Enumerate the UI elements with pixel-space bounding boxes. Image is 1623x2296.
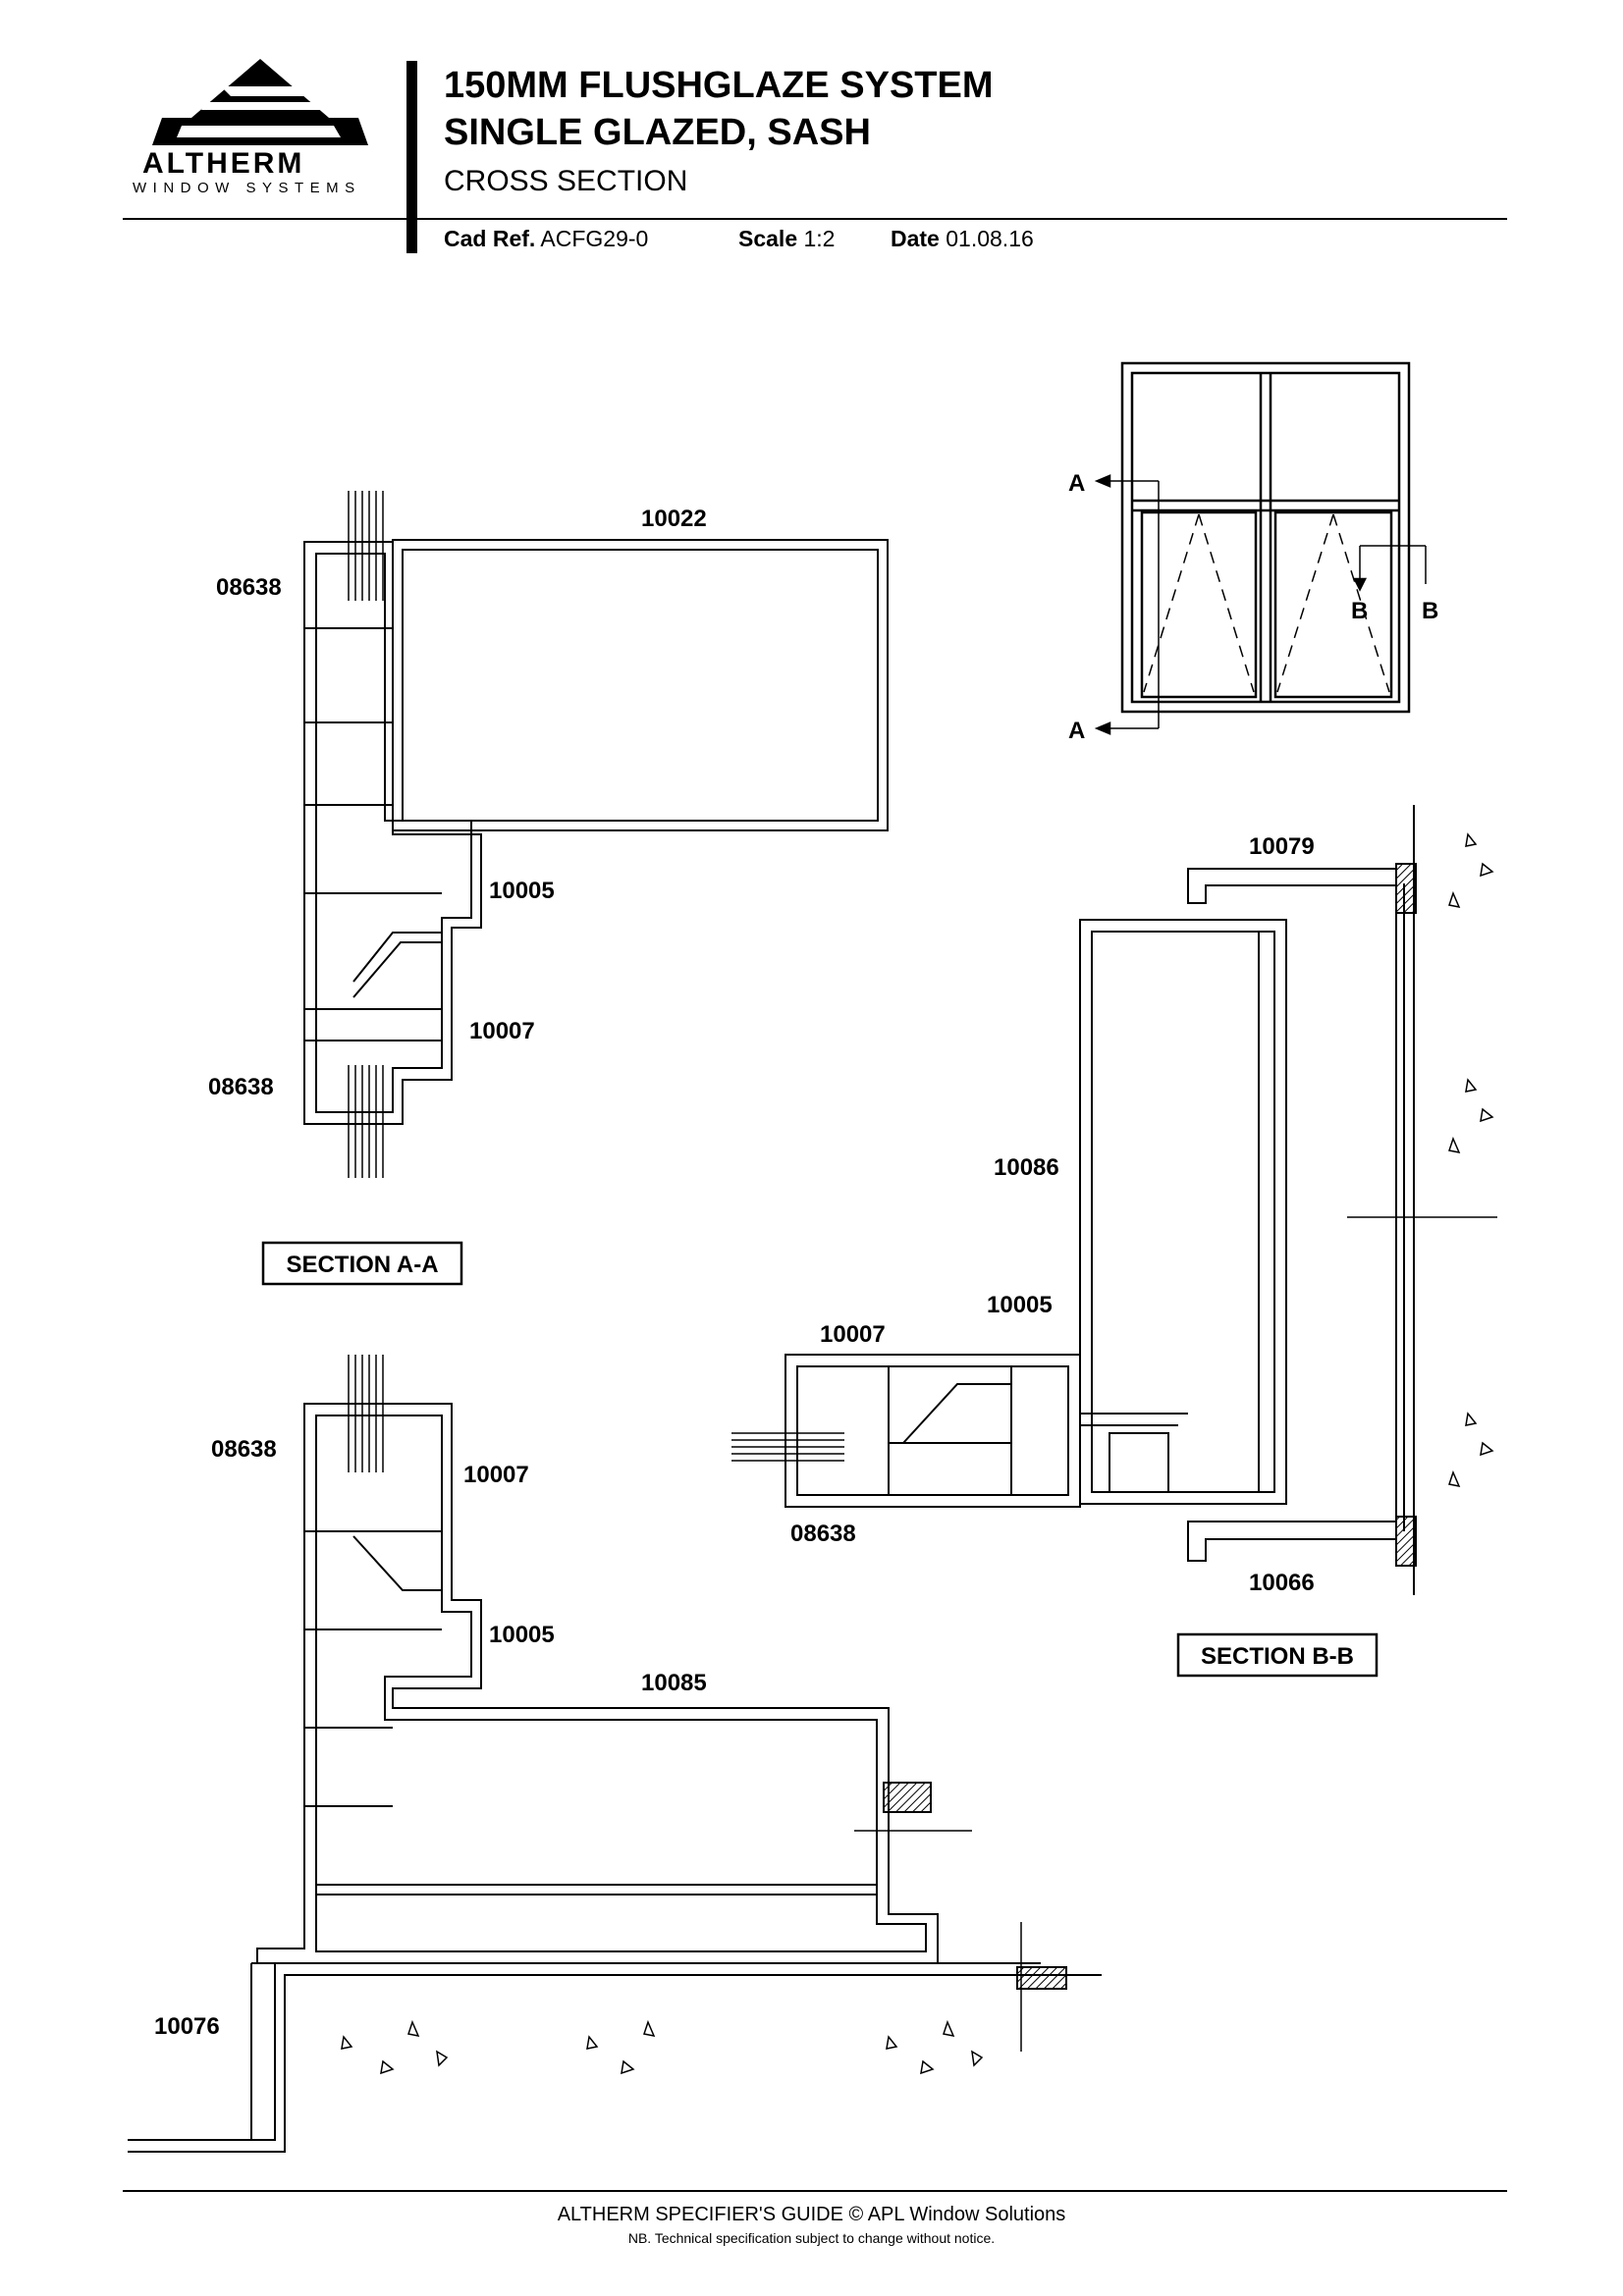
- altherm-logo-icon: [152, 59, 368, 145]
- marker-b-right: B: [1422, 598, 1438, 624]
- scale-label: Scale: [738, 226, 798, 251]
- cad-ref-value: ACFG29-0: [540, 226, 649, 251]
- brand-subtitle: WINDOW SYSTEMS: [133, 180, 361, 196]
- label-aal-glazing: 08638: [211, 1436, 277, 1463]
- marker-a-top: A: [1068, 470, 1085, 497]
- cad-ref: Cad Ref. ACFG29-0: [444, 226, 648, 252]
- label-aa-sash: 10007: [469, 1018, 535, 1044]
- page-subtitle: CROSS SECTION: [444, 165, 688, 197]
- cad-ref-label: Cad Ref.: [444, 226, 536, 251]
- footer-disclaimer: NB. Technical specification subject to c…: [627, 2230, 996, 2246]
- section-bb-label-box: [1176, 1632, 1379, 1678]
- label-bb-sash: 10007: [820, 1321, 886, 1348]
- label-aa-bottom-glazing: 08638: [208, 1074, 274, 1100]
- label-bb-head-cap: 10079: [1249, 833, 1315, 860]
- label-bb-glazing: 08638: [790, 1521, 856, 1547]
- page-title-line1: 150MM FLUSHGLAZE SYSTEM: [444, 65, 994, 106]
- label-aal-base: 10076: [154, 2013, 220, 2040]
- marker-a-bottom: A: [1068, 718, 1085, 744]
- concrete-fill-bb: [1448, 832, 1494, 1488]
- window-elevation: [1094, 361, 1427, 735]
- section-bb: [731, 805, 1497, 1595]
- date-value: 01.08.16: [946, 226, 1034, 251]
- page-title-line2: SINGLE GLAZED, SASH: [444, 112, 871, 153]
- section-aa-upper: [303, 491, 889, 1178]
- label-bb-sill-cap: 10066: [1249, 1570, 1315, 1596]
- section-aa-lower: [128, 1355, 1102, 2153]
- label-aal-sash: 10007: [463, 1462, 529, 1488]
- scale-value: 1:2: [803, 226, 836, 251]
- label-aa-bead: 10005: [489, 878, 555, 904]
- label-aal-bead: 10005: [489, 1622, 555, 1648]
- section-aa-label: SECTION A-A: [286, 1252, 438, 1278]
- section-bb-label: SECTION B-B: [1201, 1643, 1354, 1670]
- brand-name: ALTHERM: [142, 147, 305, 180]
- date-label: Date: [891, 226, 940, 251]
- label-aal-sill: 10085: [641, 1670, 707, 1696]
- label-aa-transom: 10022: [641, 506, 707, 532]
- concrete-fill: [341, 2019, 984, 2075]
- scale: Scale 1:2: [738, 226, 835, 252]
- footer-copyright: ALTHERM SPECIFIER'S GUIDE © APL Window S…: [557, 2204, 1066, 2225]
- header-divider: [406, 61, 417, 253]
- date: Date 01.08.16: [891, 226, 1034, 252]
- label-aa-top-glazing: 08638: [216, 574, 282, 601]
- header-rule: [123, 218, 1507, 220]
- label-bb-jamb: 10086: [994, 1154, 1059, 1181]
- label-bb-bead: 10005: [987, 1292, 1053, 1318]
- section-aa-label-box: [261, 1241, 463, 1286]
- marker-b-left: B: [1351, 598, 1368, 624]
